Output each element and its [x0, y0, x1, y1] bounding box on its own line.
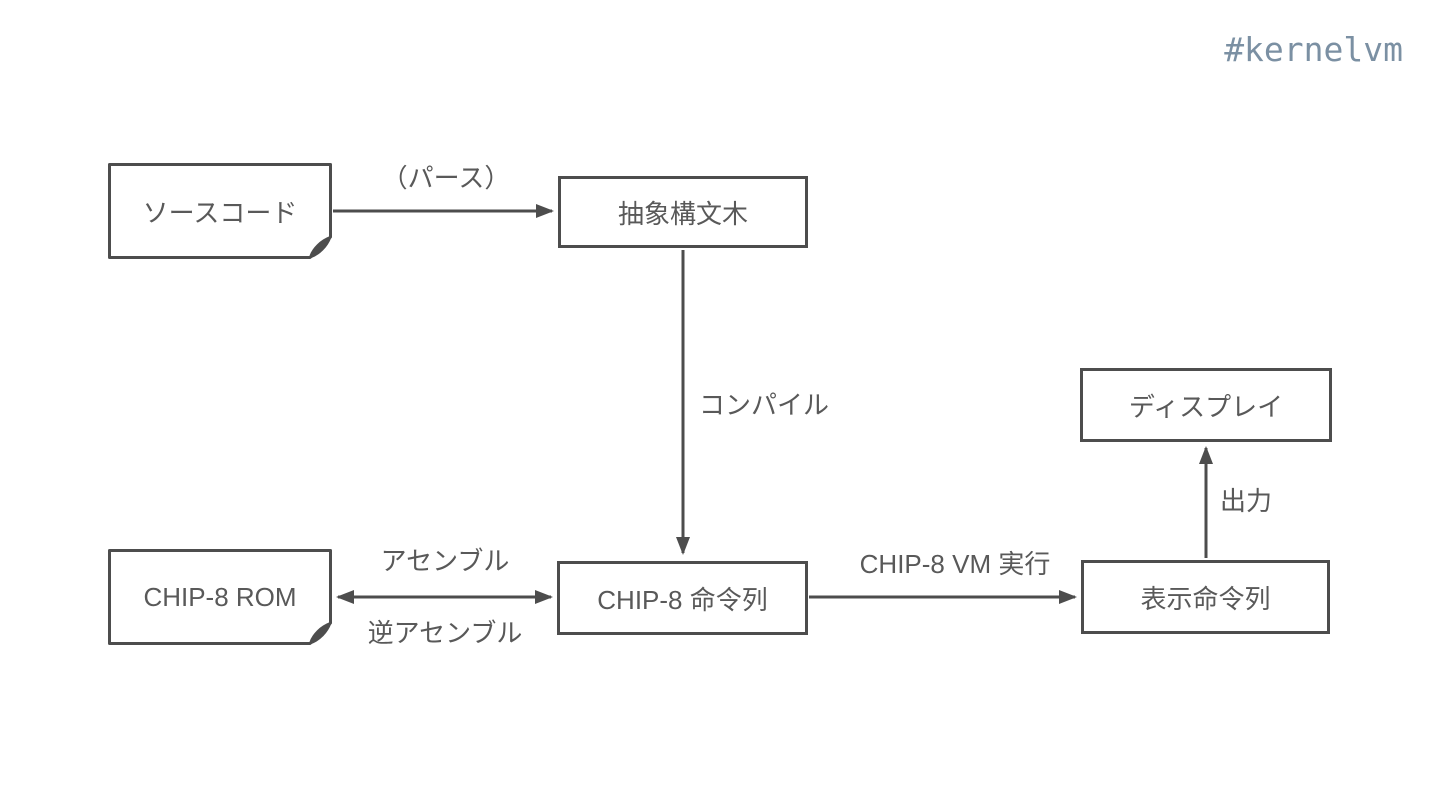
edge-label-assemble: アセンブル	[380, 546, 510, 576]
box-ast: 抽象構文木	[558, 176, 808, 248]
edge-label-output: 出力	[1220, 486, 1273, 516]
document-shape-icon	[108, 549, 332, 645]
edge-label-compile: コンパイル	[699, 390, 830, 420]
box-chip8-instructions: CHIP-8 命令列	[557, 561, 808, 635]
edge-label-vm-run: CHIP-8 VM 実行	[859, 549, 1051, 579]
document-shape-icon	[108, 163, 332, 259]
edge-label-parse: （パース）	[381, 163, 511, 193]
hashtag-kernelvm: #kernelvm	[1224, 30, 1403, 69]
box-display: ディスプレイ	[1080, 368, 1332, 442]
box-display-instructions: 表示命令列	[1081, 560, 1330, 634]
box-chip8-instructions-label: CHIP-8 命令列	[597, 584, 768, 615]
box-chip8-rom: CHIP-8 ROM	[108, 549, 332, 645]
box-display-label: ディスプレイ	[1128, 391, 1284, 422]
box-display-instructions-label: 表示命令列	[1140, 583, 1271, 614]
box-source-code-label: ソースコード	[142, 197, 298, 228]
box-chip8-rom-label: CHIP-8 ROM	[143, 581, 297, 612]
edge-label-disassemble: 逆アセンブル	[367, 618, 523, 648]
box-source-code: ソースコード	[108, 163, 332, 259]
box-ast-label: 抽象構文木	[617, 198, 748, 229]
